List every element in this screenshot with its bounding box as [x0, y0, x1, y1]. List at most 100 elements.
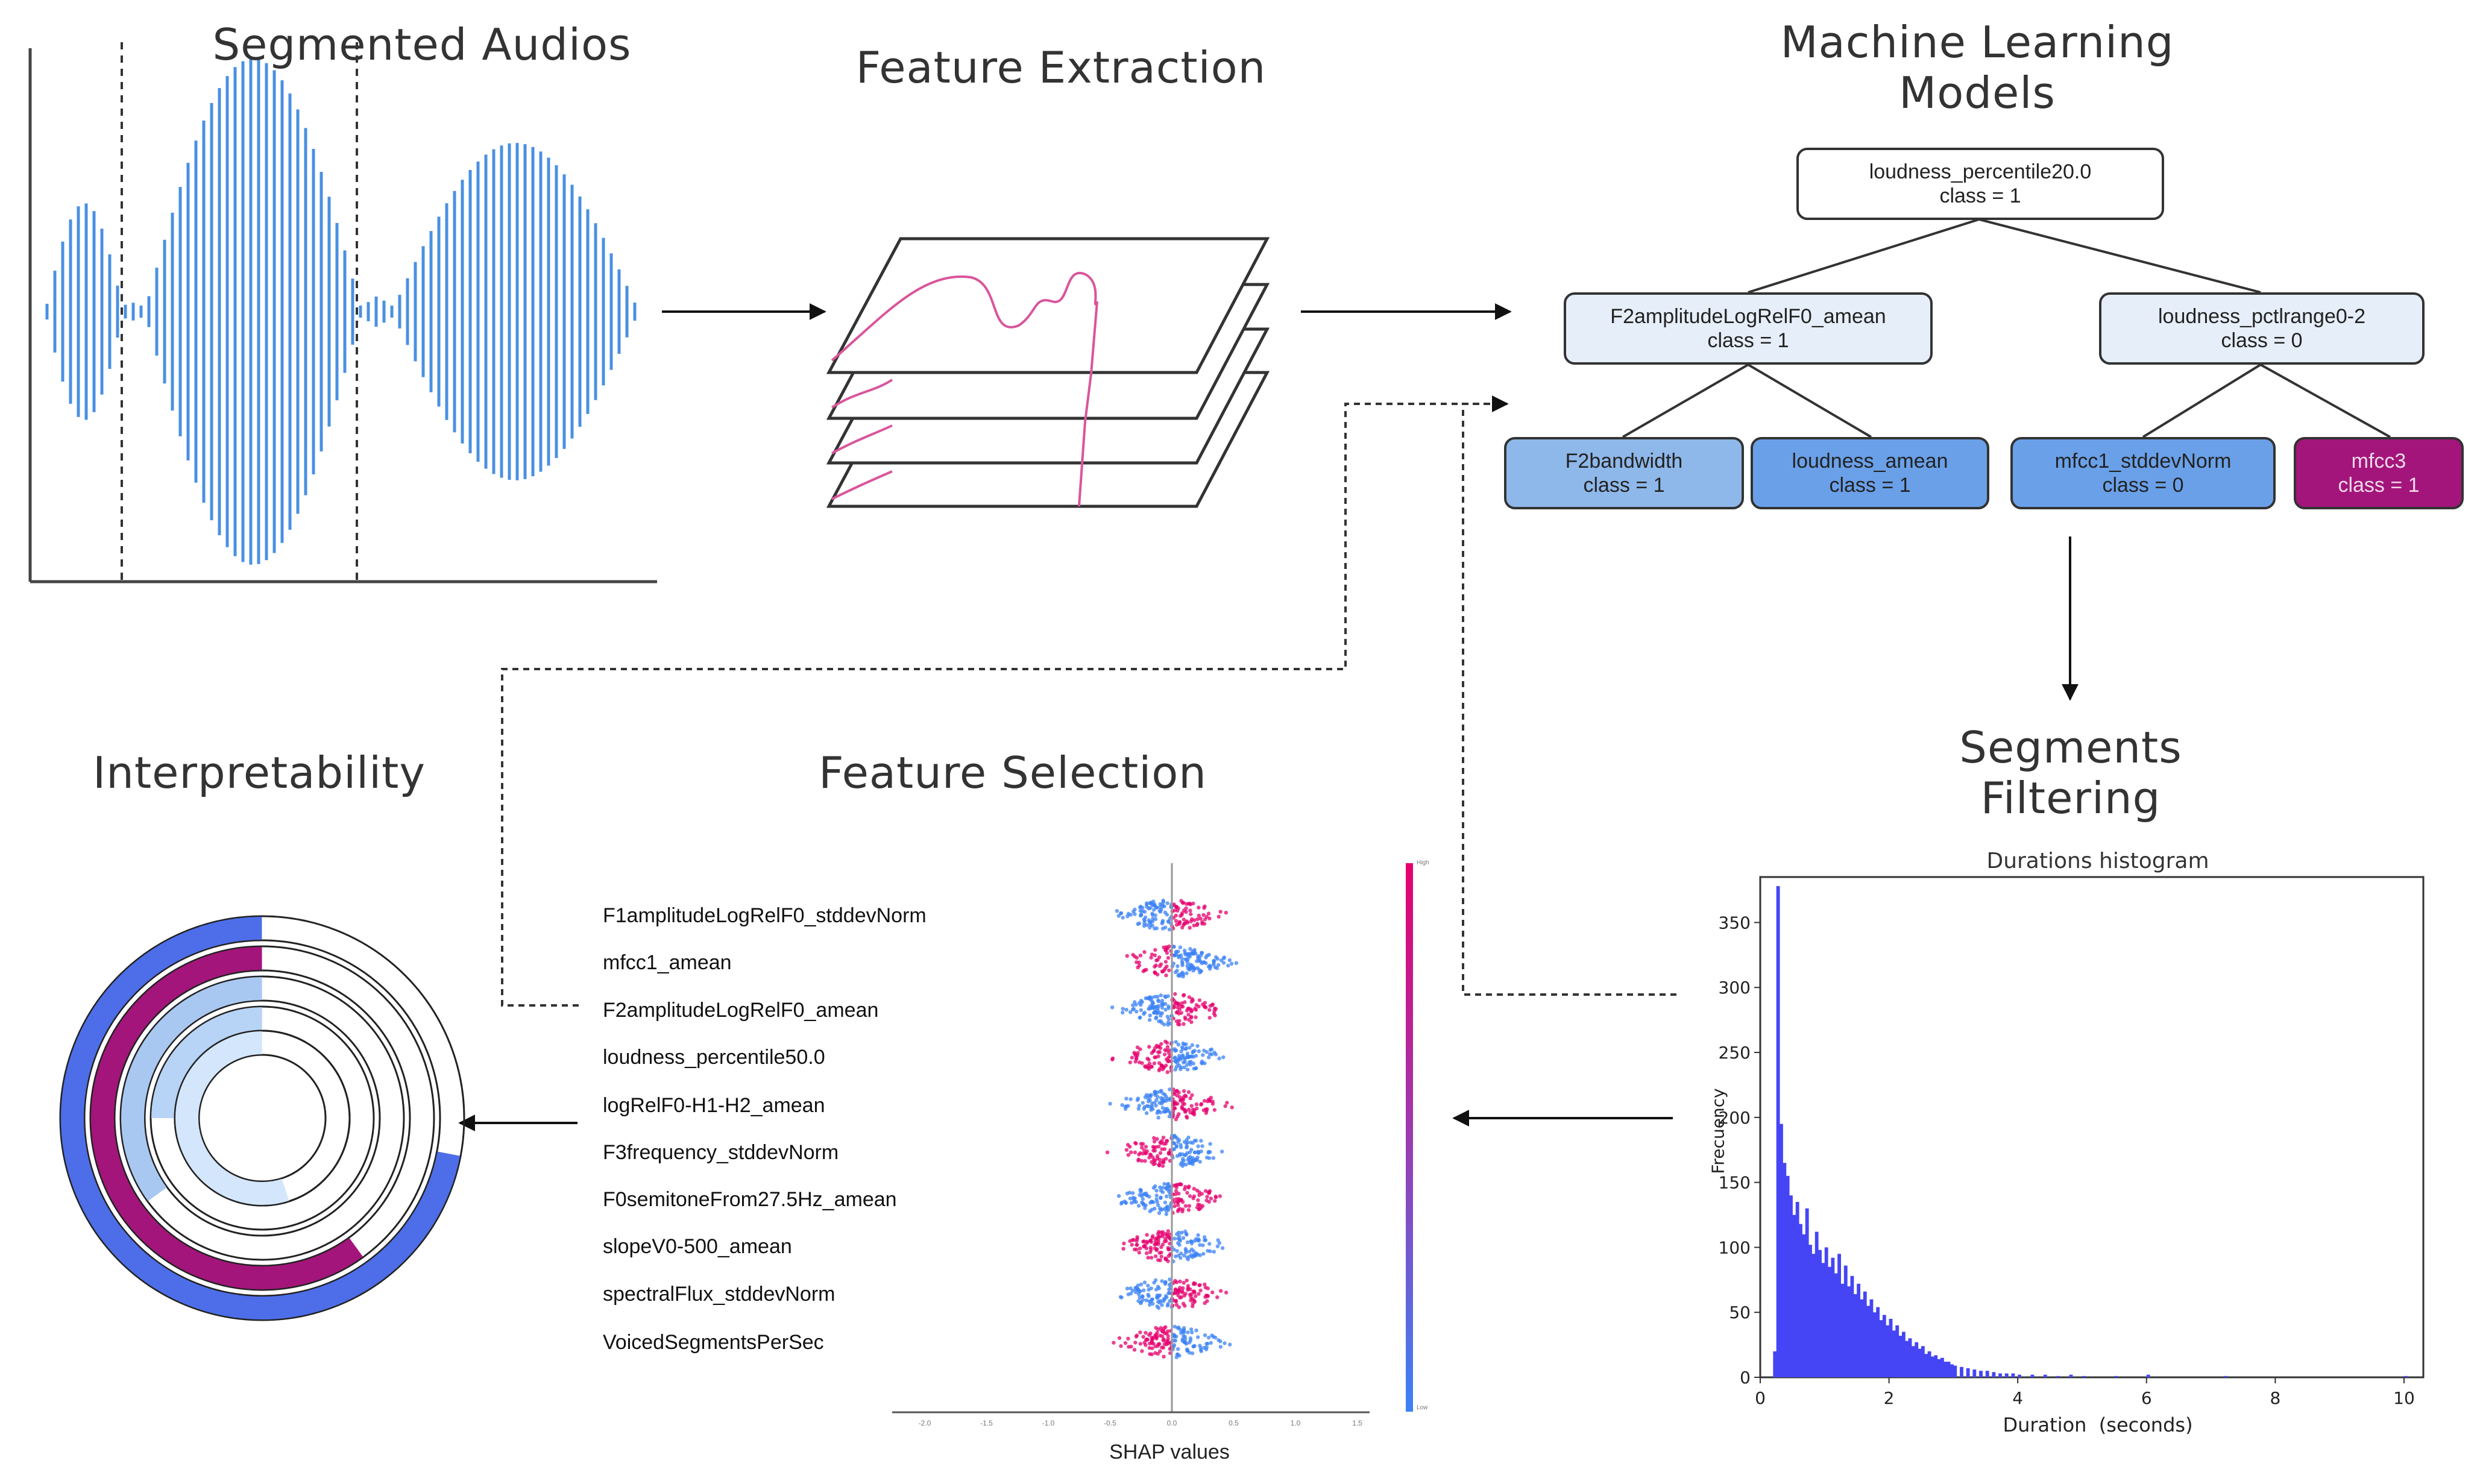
shap-dot	[1190, 1093, 1194, 1098]
shap-dot	[1172, 945, 1176, 949]
segmented-waveform	[45, 58, 637, 565]
shap-dot	[1127, 1190, 1132, 1195]
shap-dot	[1133, 1052, 1137, 1056]
shap-dot	[1175, 1005, 1180, 1010]
shap-dot	[1181, 972, 1186, 977]
shap-dot	[1157, 1293, 1162, 1298]
shap-dot	[1182, 1281, 1186, 1285]
shap-dot	[1149, 1064, 1154, 1069]
shap-dot	[1144, 1331, 1148, 1335]
shap-dot	[1144, 1298, 1148, 1303]
histogram-bar	[1998, 1373, 2002, 1377]
shap-dot	[1195, 1106, 1199, 1111]
shap-feature-label: spectralFlux_stddevNorm	[603, 1283, 836, 1306]
shap-dot	[1145, 1239, 1149, 1244]
shap-dot	[1185, 971, 1189, 975]
shap-dot	[1172, 1106, 1177, 1110]
shap-dot	[1162, 1181, 1166, 1186]
shap-dot	[1126, 1152, 1131, 1157]
shap-dot	[1162, 1326, 1166, 1330]
shap-dot	[1168, 1241, 1172, 1246]
shap-dot	[1128, 913, 1133, 917]
shap-dot	[1130, 1243, 1134, 1247]
shap-dot	[1177, 1192, 1181, 1196]
shap-dot	[1166, 1004, 1171, 1008]
shap-tick-label: -1.0	[1042, 1419, 1055, 1427]
shap-dot	[1209, 1047, 1214, 1052]
histogram-bar	[1818, 1250, 1822, 1377]
shap-dot	[1191, 1297, 1195, 1301]
shap-dot	[1158, 1333, 1162, 1338]
shap-dot	[1220, 1149, 1224, 1154]
shap-dot	[1128, 1196, 1133, 1201]
shap-dot	[1153, 953, 1157, 958]
shap-dot	[1159, 1195, 1163, 1199]
shap-dot	[1138, 1342, 1143, 1346]
shap-dot	[1217, 1056, 1221, 1061]
shap-dot	[1110, 1005, 1115, 1010]
histogram-bar	[1802, 1234, 1806, 1377]
shap-dot	[1140, 1061, 1144, 1065]
shap-feature-label: logRelF0-H1-H2_amean	[603, 1094, 825, 1117]
shap-dot	[1121, 916, 1125, 920]
shap-dot	[1159, 907, 1163, 912]
shap-dot	[1174, 1089, 1179, 1093]
flow-arrows	[458, 303, 2079, 1131]
histogram-bar	[1960, 1366, 1963, 1377]
shap-dot	[1151, 1342, 1156, 1346]
shap-dot	[1142, 1280, 1147, 1284]
shap-dot	[1140, 1349, 1144, 1353]
shap-dot	[1210, 1290, 1215, 1295]
shap-dot	[1160, 1067, 1165, 1072]
shap-dot	[1190, 1330, 1194, 1335]
shap-dot	[1188, 1096, 1192, 1101]
shap-dot	[1165, 901, 1169, 905]
shap-dot	[1191, 1111, 1195, 1115]
shap-dot	[1167, 968, 1171, 973]
shap-dot	[1215, 957, 1220, 961]
shap-dot	[1121, 1007, 1125, 1011]
shap-dot	[1197, 967, 1201, 972]
shap-dot	[1200, 1144, 1204, 1148]
shap-dot	[1156, 1351, 1160, 1356]
shap-dot	[1182, 1065, 1187, 1070]
shap-dot	[1173, 970, 1178, 975]
shap-dot	[1166, 956, 1171, 960]
shap-dot	[1159, 1208, 1163, 1212]
shap-dot	[1216, 1338, 1221, 1342]
shap-dot	[1140, 1145, 1144, 1150]
shap-dot	[1183, 1110, 1188, 1114]
shap-dot	[1179, 1256, 1183, 1260]
histogram-bar	[1814, 1231, 1819, 1377]
shap-dot	[1116, 1194, 1121, 1198]
shap-dot	[1192, 1289, 1197, 1294]
ring-arc	[151, 1007, 263, 1119]
shap-dot	[1137, 1250, 1142, 1255]
shap-dot	[1199, 1102, 1204, 1106]
shap-dot	[1172, 1200, 1177, 1204]
shap-dot	[1174, 1303, 1179, 1307]
shap-dot	[1149, 1093, 1154, 1097]
shap-dot	[1219, 958, 1224, 963]
histogram-x-tick-label: 10	[2393, 1388, 2415, 1408]
shap-dot	[1223, 1341, 1227, 1345]
shap-dot	[1184, 1162, 1188, 1167]
shap-dot	[1205, 1195, 1209, 1199]
shap-dot	[1160, 1164, 1165, 1168]
shap-dot	[1180, 1289, 1185, 1294]
shap-dot	[1147, 1017, 1152, 1022]
shap-dot	[1155, 1111, 1160, 1115]
shap-dot	[1201, 1251, 1206, 1256]
shap-dot	[1178, 1286, 1182, 1290]
shap-dot	[1190, 1351, 1195, 1356]
shap-dot	[1160, 1064, 1164, 1068]
ring-arc	[175, 1031, 289, 1205]
shap-dot	[1145, 996, 1150, 1001]
tree-node-class: class = 1	[1707, 329, 1789, 352]
histogram-bar	[2004, 1373, 2009, 1377]
shap-dot	[1196, 1233, 1200, 1237]
shap-dot	[1187, 1060, 1192, 1064]
shap-dot	[1136, 1299, 1141, 1303]
shap-dot	[1133, 954, 1137, 959]
